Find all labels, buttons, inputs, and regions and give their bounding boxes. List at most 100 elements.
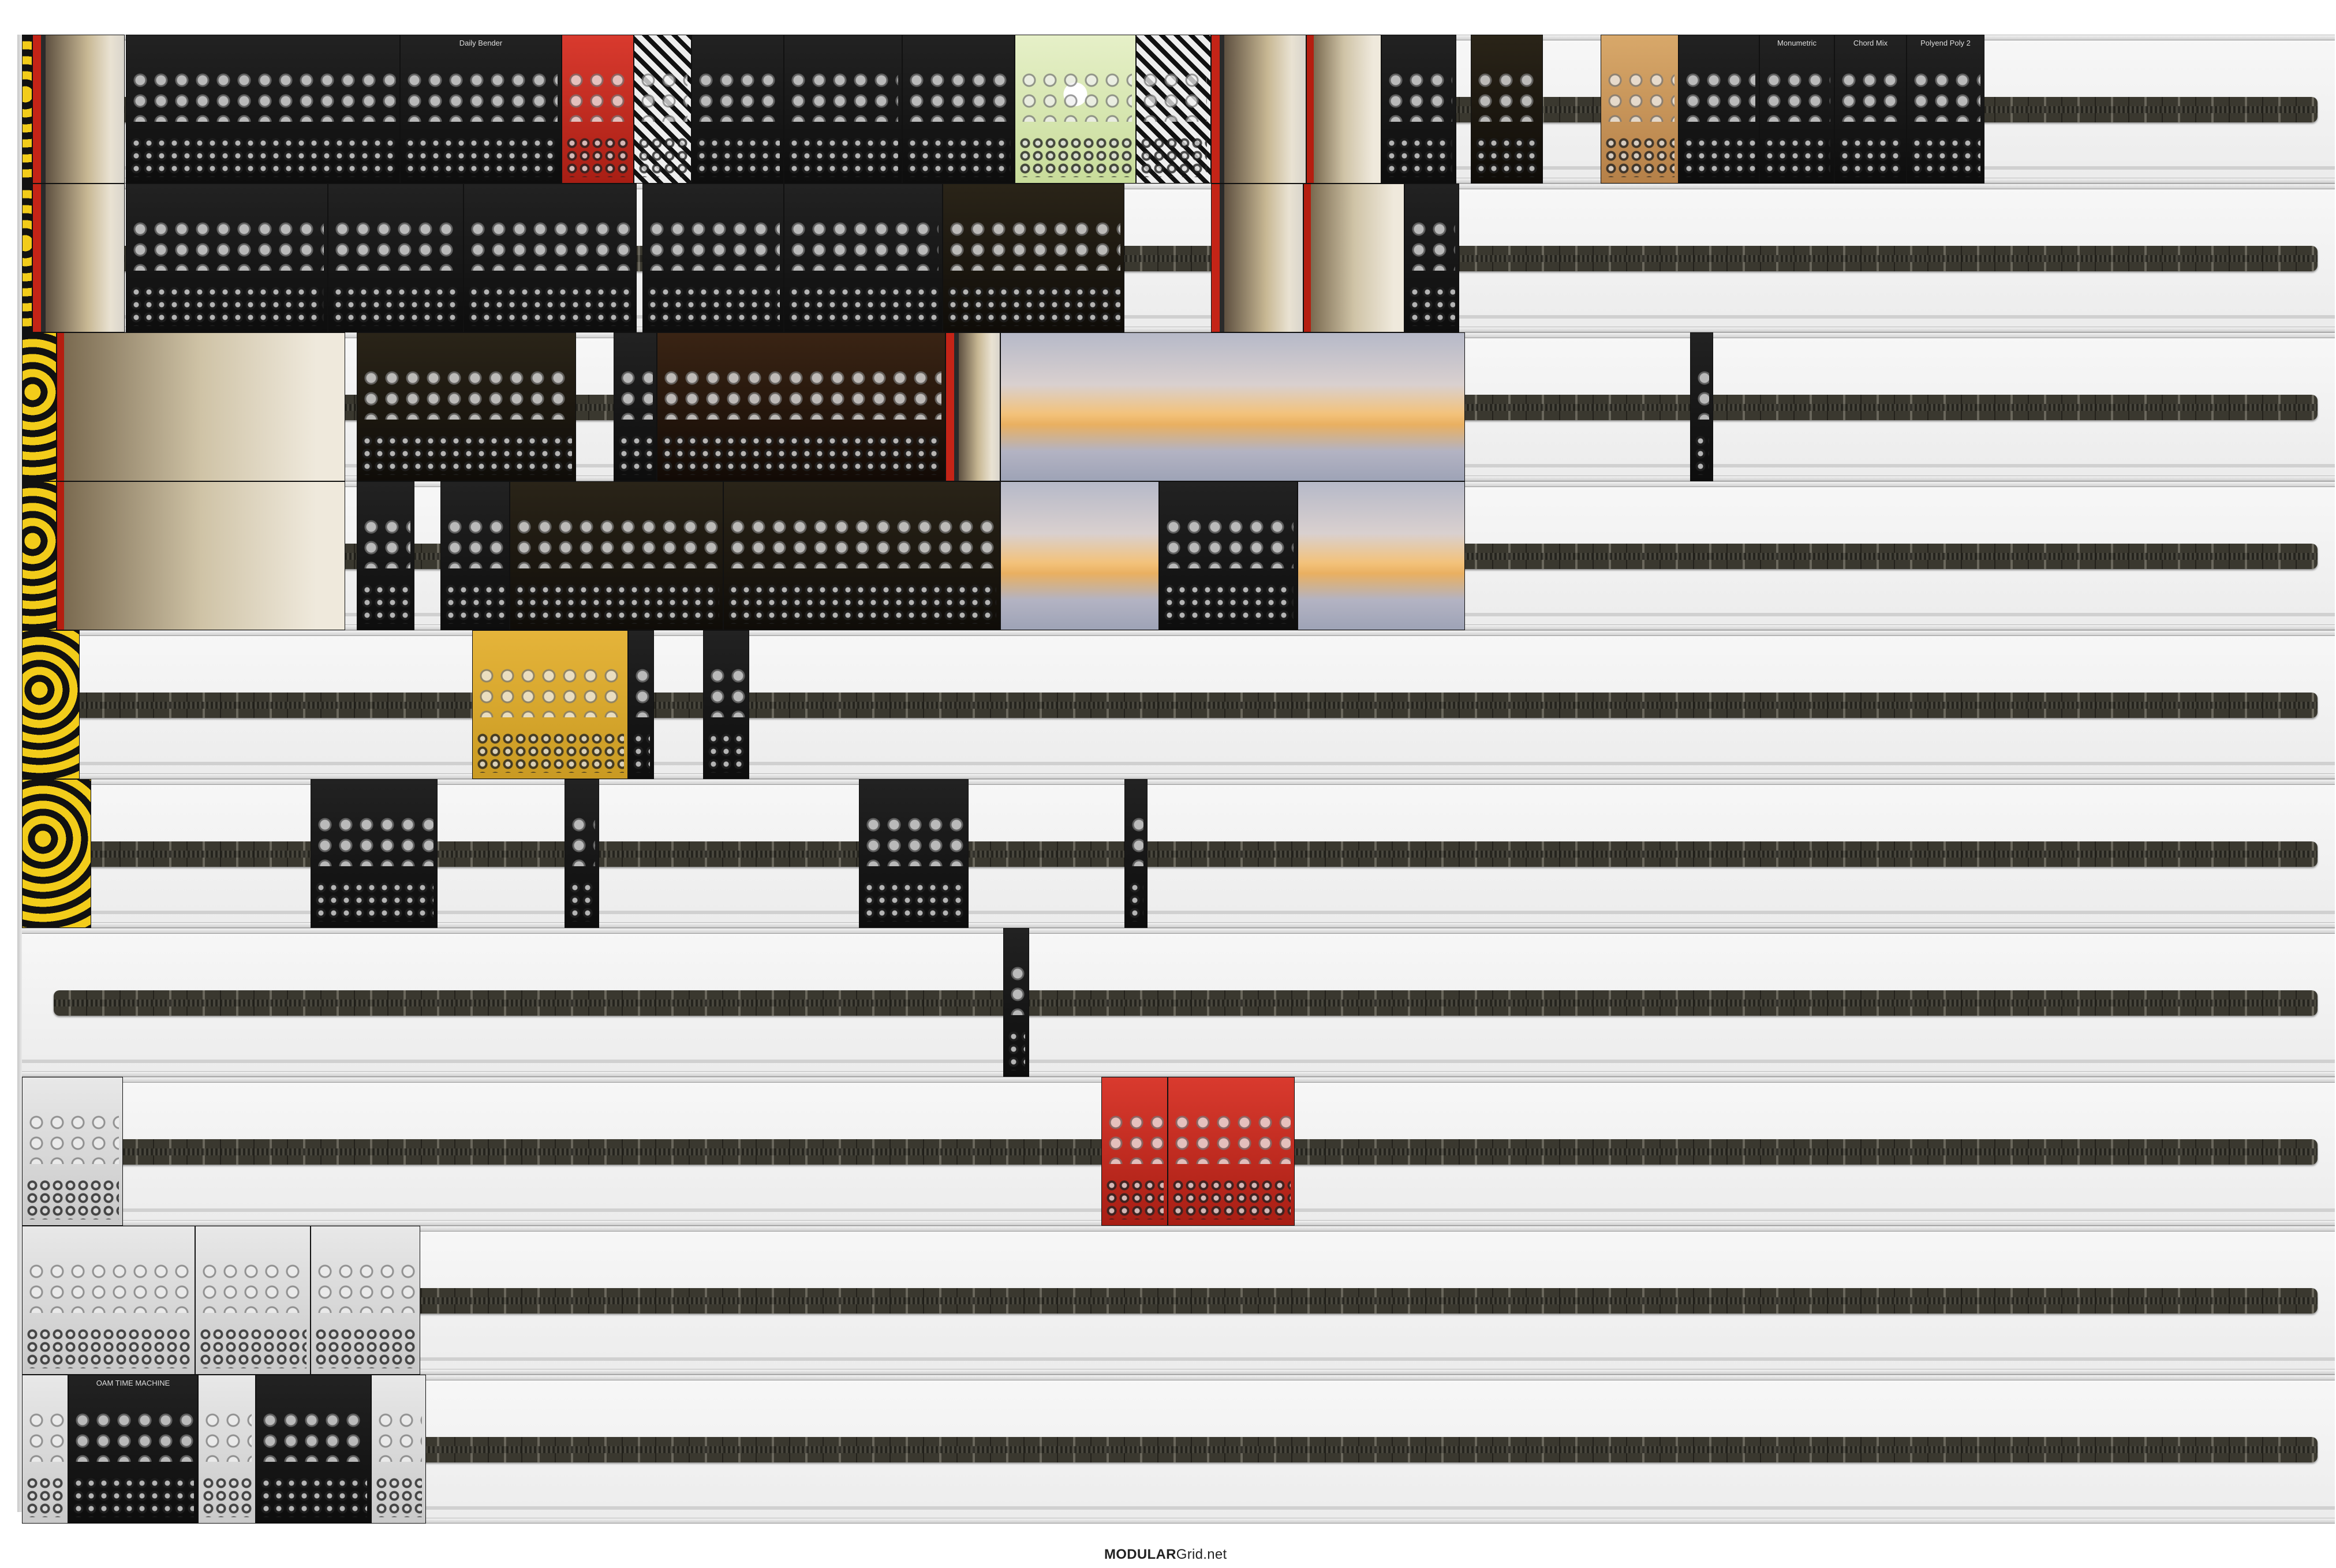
knob-icon — [1605, 70, 1675, 122]
module[interactable] — [1679, 35, 1759, 184]
knob-icon — [514, 517, 719, 568]
knob-icon — [361, 368, 572, 420]
knob-icon — [1683, 70, 1755, 122]
blank-panel[interactable] — [22, 184, 32, 332]
patch-jack-icon — [26, 1179, 119, 1219]
blank-panel[interactable] — [57, 481, 345, 630]
rack-row-7 — [22, 928, 2335, 1077]
module[interactable] — [126, 35, 400, 184]
module[interactable] — [1003, 928, 1029, 1077]
knob-icon — [315, 814, 433, 866]
patch-jack-icon — [566, 137, 630, 177]
blank-panel[interactable] — [32, 184, 125, 332]
module[interactable] — [562, 35, 634, 184]
module[interactable] — [703, 630, 749, 779]
module[interactable] — [628, 630, 654, 779]
module[interactable] — [1690, 332, 1713, 481]
module[interactable] — [657, 332, 945, 481]
patch-jack-icon — [1128, 881, 1143, 922]
patch-jack-icon — [638, 137, 687, 177]
module[interactable] — [195, 1226, 311, 1375]
module[interactable] — [198, 1375, 256, 1524]
module[interactable]: Monumetric — [1759, 35, 1834, 184]
knob-icon — [632, 665, 650, 717]
knob-icon — [375, 1410, 422, 1462]
blank-panel[interactable] — [22, 779, 91, 928]
blank-panel[interactable] — [32, 35, 125, 184]
patch-jack-icon — [1605, 137, 1675, 177]
module[interactable] — [642, 184, 784, 332]
module[interactable] — [859, 779, 969, 928]
patch-jack-icon — [661, 435, 941, 475]
module[interactable] — [692, 35, 784, 184]
module[interactable] — [440, 481, 510, 630]
module[interactable] — [1101, 1077, 1168, 1226]
patch-jack-icon — [1019, 137, 1132, 177]
rail-shadow — [22, 911, 2335, 914]
module[interactable] — [357, 332, 576, 481]
rail-top — [22, 779, 2335, 785]
blank-panel[interactable] — [945, 332, 1000, 481]
module[interactable] — [1168, 1077, 1295, 1226]
module[interactable] — [1136, 35, 1211, 184]
blank-panel[interactable] — [1000, 332, 1465, 481]
module[interactable] — [784, 184, 943, 332]
module[interactable] — [510, 481, 723, 630]
blank-panel[interactable] — [22, 481, 57, 630]
rail-bottom — [22, 1071, 2335, 1077]
blank-panel[interactable] — [1298, 481, 1465, 630]
module[interactable] — [1601, 35, 1679, 184]
module[interactable] — [1471, 35, 1543, 184]
module[interactable] — [1381, 35, 1456, 184]
blank-panel[interactable] — [1303, 184, 1404, 332]
module[interactable] — [723, 481, 1000, 630]
module[interactable] — [22, 1226, 195, 1375]
rack-row-2 — [22, 184, 2335, 332]
module[interactable] — [1124, 779, 1148, 928]
module[interactable] — [1404, 184, 1459, 332]
patch-jack-icon — [1408, 286, 1455, 326]
blank-panel[interactable] — [57, 332, 345, 481]
blank-panel[interactable] — [1000, 481, 1159, 630]
blank-panel[interactable] — [1306, 35, 1381, 184]
module[interactable] — [22, 1077, 123, 1226]
knob-icon — [130, 219, 324, 271]
patch-jack-icon — [260, 1477, 367, 1517]
module[interactable] — [784, 35, 902, 184]
module[interactable] — [472, 630, 628, 779]
blank-panel[interactable] — [1211, 184, 1303, 332]
knob-icon — [202, 1410, 252, 1462]
knob-icon — [468, 219, 633, 271]
module[interactable] — [22, 1375, 68, 1524]
module[interactable] — [1159, 481, 1298, 630]
patch-jack-icon — [514, 583, 719, 624]
knob-icon — [1105, 1112, 1164, 1164]
module[interactable] — [328, 184, 464, 332]
module[interactable]: OAM TIME MACHINE — [68, 1375, 198, 1524]
module[interactable] — [126, 184, 328, 332]
blank-panel[interactable] — [22, 35, 32, 184]
module[interactable] — [311, 1226, 420, 1375]
module[interactable] — [1015, 35, 1136, 184]
module[interactable] — [634, 35, 692, 184]
module[interactable] — [464, 184, 637, 332]
module[interactable] — [371, 1375, 426, 1524]
module[interactable]: Chord Mix — [1834, 35, 1907, 184]
module[interactable] — [565, 779, 599, 928]
knob-icon — [618, 368, 653, 420]
module[interactable] — [311, 779, 438, 928]
module[interactable] — [357, 481, 414, 630]
module[interactable] — [943, 184, 1124, 332]
module[interactable]: Polyend Poly 2 — [1907, 35, 1984, 184]
rail-bottom — [22, 922, 2335, 928]
blank-panel[interactable] — [22, 332, 57, 481]
blank-panel[interactable] — [1211, 35, 1306, 184]
module[interactable]: Daily Bender — [400, 35, 562, 184]
footer-logo[interactable]: MODULARGrid.net — [1104, 1547, 1227, 1563]
power-bus-board — [54, 1288, 2318, 1313]
module[interactable] — [614, 332, 657, 481]
blank-panel[interactable] — [22, 630, 80, 779]
module[interactable] — [256, 1375, 371, 1524]
module[interactable] — [902, 35, 1015, 184]
